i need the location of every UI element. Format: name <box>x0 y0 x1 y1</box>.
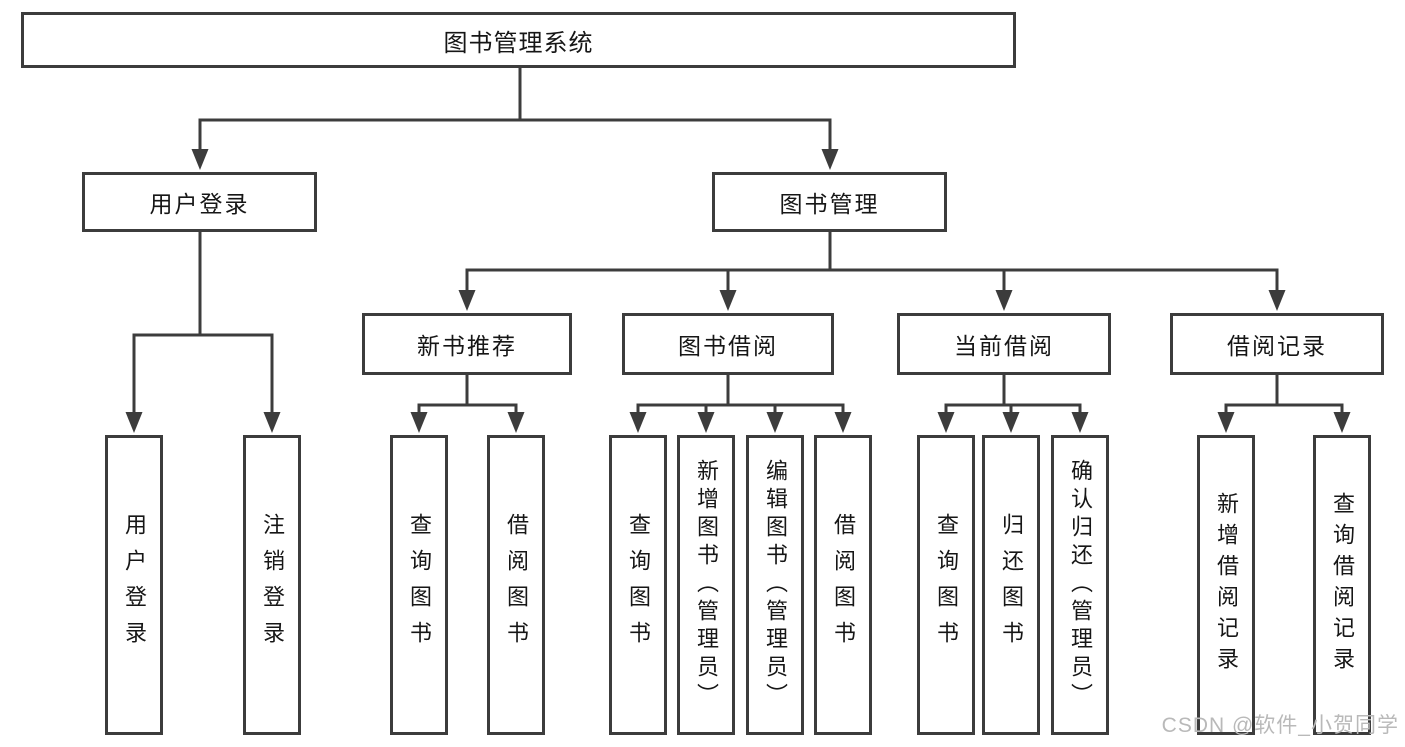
csdn-watermark: CSDN @软件_小贺同学 <box>1161 714 1399 737</box>
leaf-borrow-books-recommend-label: 借阅图书 <box>504 513 529 657</box>
node-borrowing-records: 借阅记录 <box>1170 313 1384 375</box>
connector-book-borrowing <box>629 375 852 433</box>
leaf-borrow-books-recommend: 借阅图书 <box>487 435 545 735</box>
leaf-query-borrow-record: 查询借阅记录 <box>1313 435 1371 735</box>
connector-user-login <box>125 232 281 433</box>
leaf-borrow-books-borrowing: 借阅图书 <box>814 435 872 735</box>
leaf-logout: 注销登录 <box>243 435 301 735</box>
leaf-add-borrow-record-label: 新增借阅记录 <box>1214 492 1239 678</box>
node-user-login: 用户登录 <box>82 172 317 232</box>
leaf-query-books-current: 查询图书 <box>917 435 975 735</box>
leaf-query-books-current-label: 查询图书 <box>934 513 959 657</box>
node-book-management: 图书管理 <box>712 172 947 232</box>
connector-book-management <box>458 232 1286 311</box>
leaf-user-login: 用户登录 <box>105 435 163 735</box>
leaf-return-books-label: 归还图书 <box>999 513 1024 657</box>
connector-borrowing-records <box>1217 375 1351 433</box>
leaf-add-book-admin-label: 新增图书（管理员） <box>694 459 719 711</box>
leaf-query-books-borrowing: 查询图书 <box>609 435 667 735</box>
leaf-confirm-return-admin-label: 确认归还（管理员） <box>1068 459 1093 711</box>
leaf-query-books-recommend-label: 查询图书 <box>407 513 432 657</box>
leaf-edit-book-admin: 编辑图书（管理员） <box>746 435 804 735</box>
leaf-borrow-books-borrowing-label: 借阅图书 <box>831 513 856 657</box>
leaf-return-books: 归还图书 <box>982 435 1040 735</box>
node-new-book-recommendation: 新书推荐 <box>362 313 572 375</box>
leaf-confirm-return-admin: 确认归还（管理员） <box>1051 435 1109 735</box>
leaf-query-borrow-record-label: 查询借阅记录 <box>1330 492 1355 678</box>
node-book-borrowing: 图书借阅 <box>622 313 834 375</box>
leaf-query-books-borrowing-label: 查询图书 <box>626 513 651 657</box>
leaf-add-borrow-record: 新增借阅记录 <box>1197 435 1255 735</box>
leaf-user-login-label: 用户登录 <box>122 513 147 657</box>
connector-current-borrowing <box>937 375 1089 433</box>
leaf-logout-label: 注销登录 <box>260 513 285 657</box>
leaf-add-book-admin: 新增图书（管理员） <box>677 435 735 735</box>
connector-root <box>191 68 839 170</box>
connector-new-book-recommendation <box>410 375 525 433</box>
leaf-query-books-recommend: 查询图书 <box>390 435 448 735</box>
node-root: 图书管理系统 <box>21 12 1016 68</box>
node-current-borrowing: 当前借阅 <box>897 313 1111 375</box>
leaf-edit-book-admin-label: 编辑图书（管理员） <box>763 459 788 711</box>
